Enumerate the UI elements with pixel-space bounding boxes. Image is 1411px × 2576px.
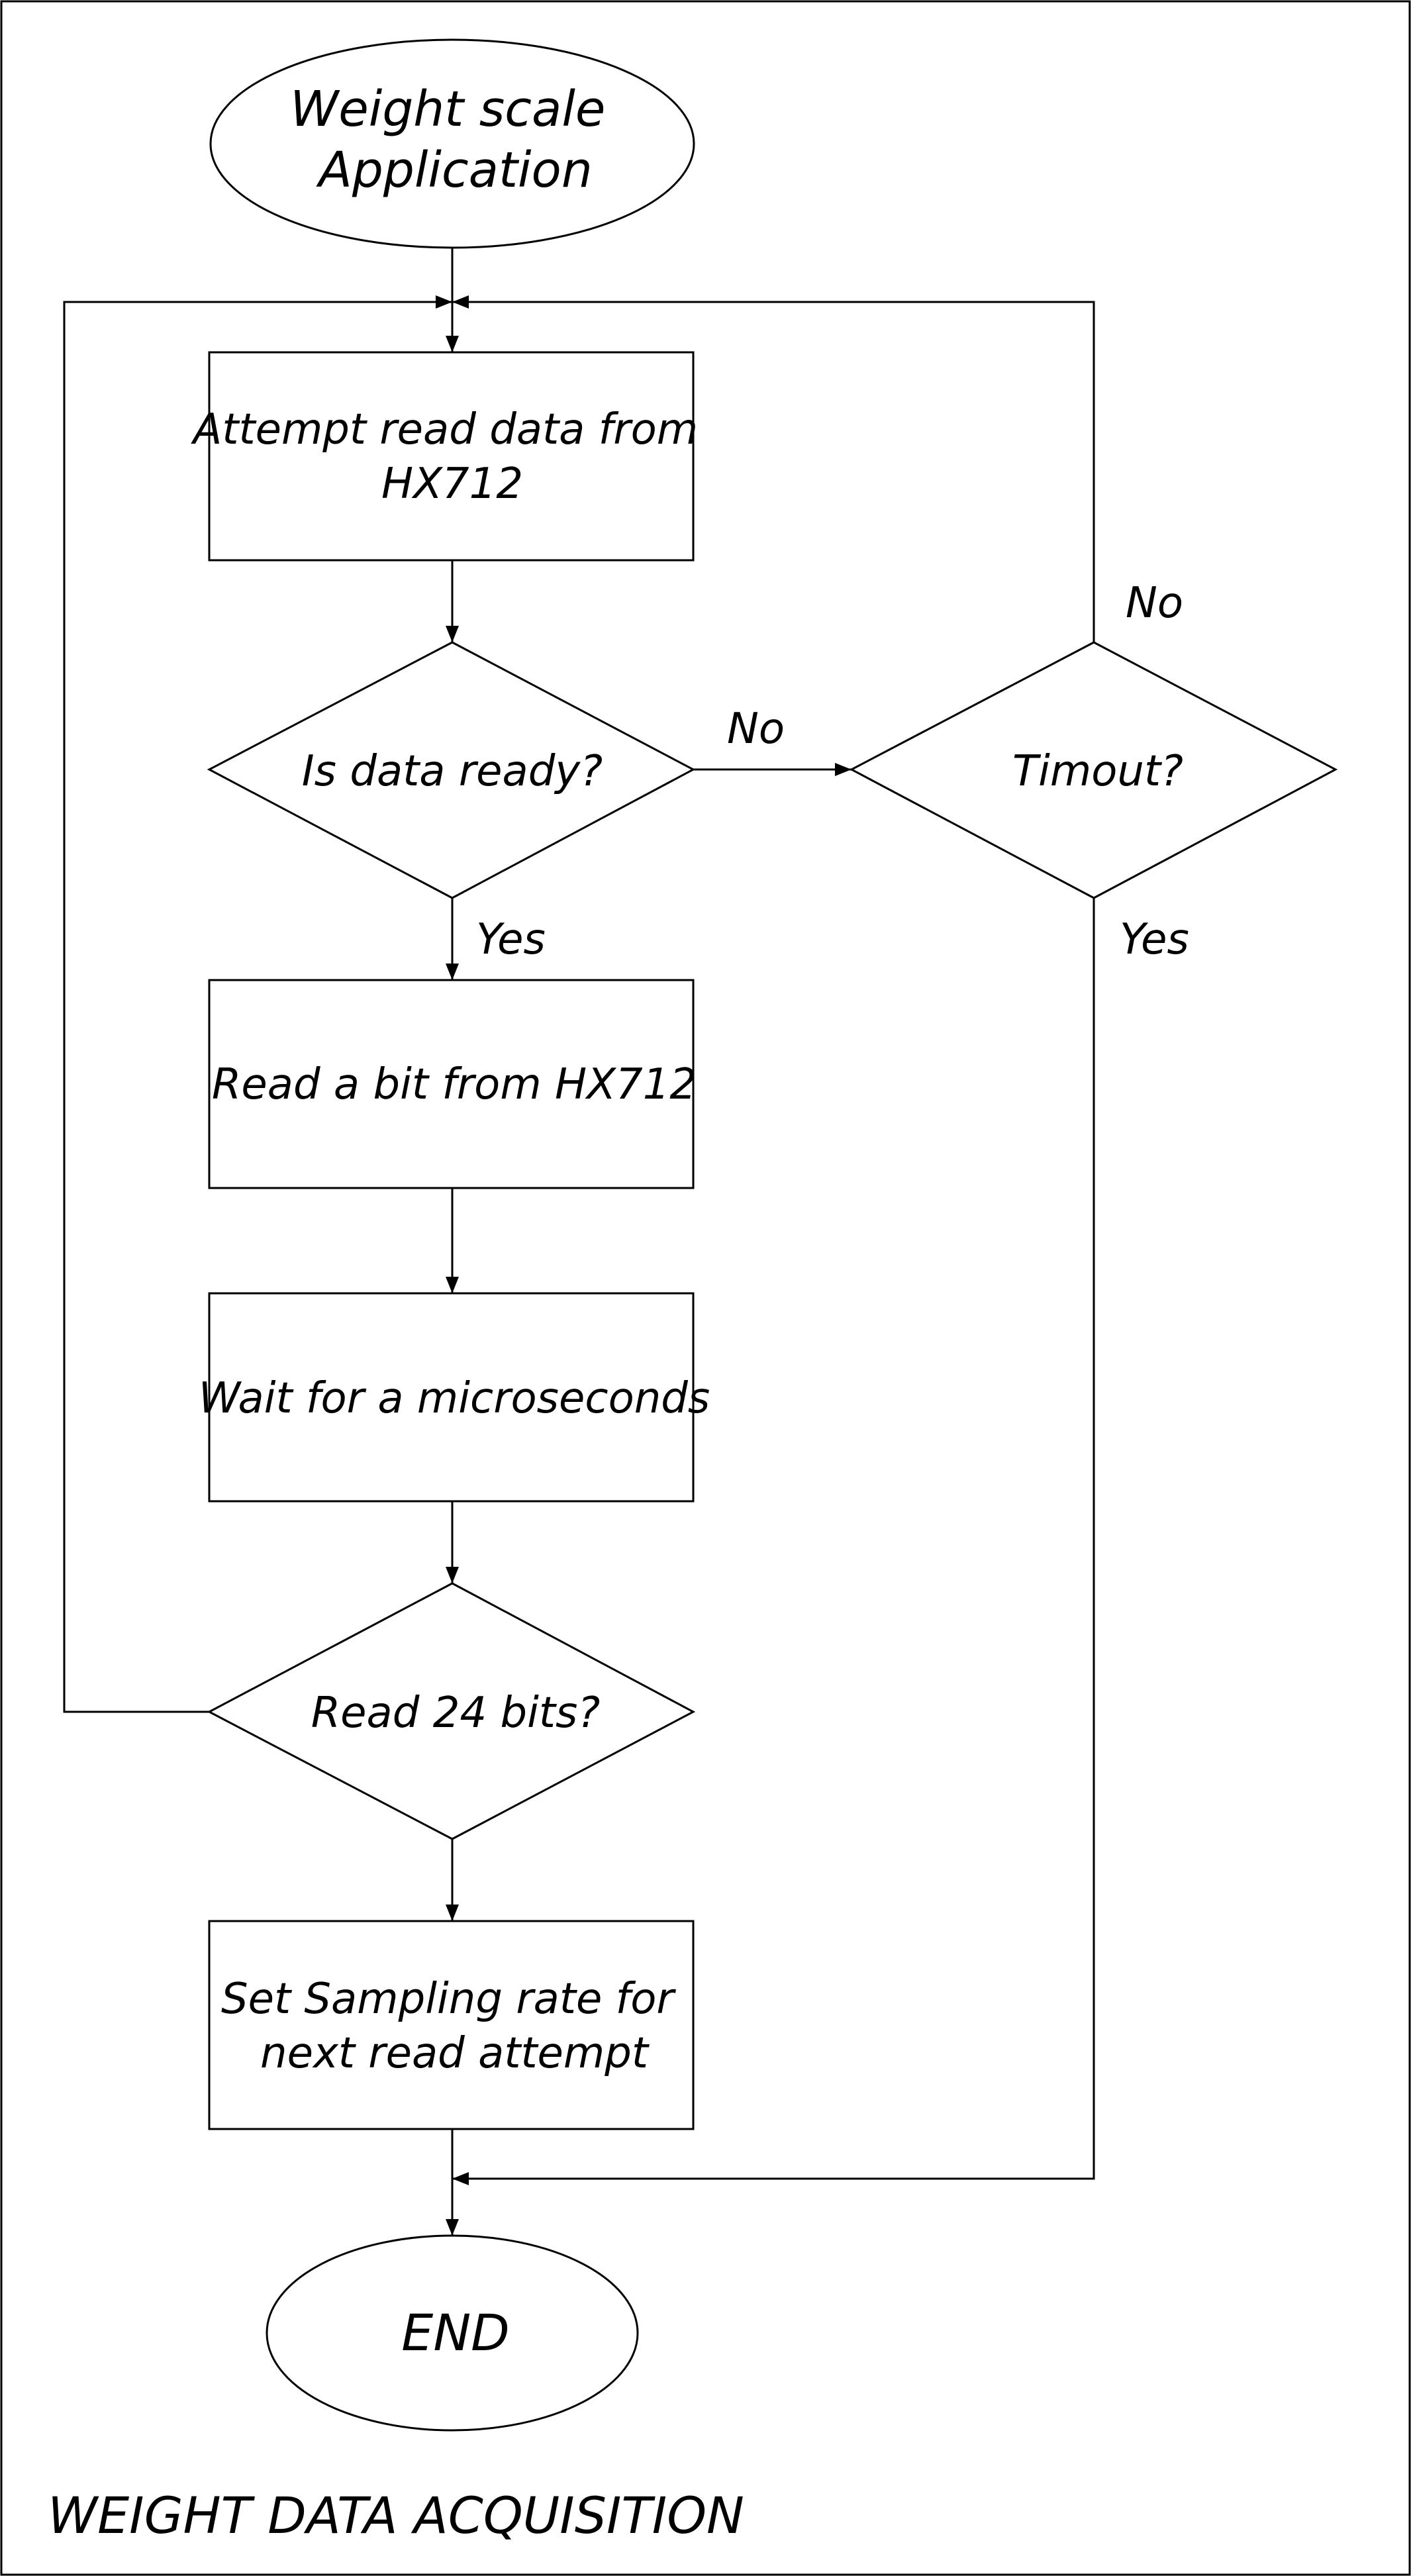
loop-read24-back: [63, 301, 452, 1713]
arrowhead-into-end: [446, 2219, 459, 2236]
arrowhead-right-merge: [452, 295, 469, 309]
arrowhead-into-attempt: [446, 336, 459, 352]
arrowhead-into-wait: [446, 1277, 459, 1293]
timeout-decision: Timout?: [849, 641, 1338, 899]
attempt-read-line1: Attempt read data from: [191, 405, 698, 454]
arrowhead-into-timeout: [835, 763, 851, 776]
start-node-line1: Weight scale: [290, 81, 605, 138]
start-node: Weight scale Application: [209, 38, 695, 249]
arrowhead-into-read24: [446, 1567, 459, 1583]
data-ready-text: Is data ready?: [302, 747, 603, 796]
set-sampling-line1: Set Sampling rate for: [221, 1975, 676, 2024]
read-bit-box: Read a bit from HX712: [208, 979, 697, 1189]
set-sampling-line2: next read attempt: [260, 2029, 650, 2078]
start-node-line2: Application: [316, 142, 592, 199]
wait-text: Wait for a microseconds: [199, 1374, 710, 1423]
read-24-bits-decision: Read 24 bits?: [207, 1582, 696, 1840]
set-sampling-box: Set Sampling rate for next read attempt: [208, 1920, 695, 2130]
attempt-read-rect: [208, 351, 695, 562]
data-ready-decision: Is data ready?: [207, 641, 696, 899]
read-24-bits-text: Read 24 bits?: [311, 1689, 601, 1738]
end-node: END: [266, 2234, 639, 2432]
arrowhead-timeout-yes-merge: [452, 2172, 469, 2185]
arrowhead-into-set-sampling: [446, 1905, 459, 1921]
timeout-text: Timout?: [1012, 747, 1183, 796]
read-bit-text: Read a bit from HX712: [212, 1060, 697, 1109]
set-sampling-rect: [208, 1920, 695, 2130]
footer-title: WEIGHT DATA ACQUISITION: [48, 2486, 744, 2545]
edge-label-timeout-no: No: [1126, 579, 1183, 628]
arrowhead-into-data-ready: [446, 626, 459, 642]
attempt-read-text: Attempt read data from HX712: [191, 405, 712, 509]
edge-label-data-ready-yes: Yes: [476, 915, 546, 964]
loop-timeout-no-back: [452, 301, 1095, 642]
start-node-text: Weight scale Application: [290, 81, 621, 199]
end-text: END: [401, 2303, 509, 2362]
connector-timeout-yes: [452, 898, 1095, 2180]
arrowhead-into-read-bit: [446, 964, 459, 980]
edge-label-data-ready-no: No: [727, 705, 785, 754]
attempt-read-box: Attempt read data from HX712: [191, 351, 712, 562]
arrowhead-left-merge: [436, 295, 452, 309]
wait-box: Wait for a microseconds: [199, 1292, 710, 1503]
attempt-read-line2: HX712: [381, 460, 523, 509]
set-sampling-text: Set Sampling rate for next read attempt: [221, 1975, 687, 2078]
edge-label-timeout-yes: Yes: [1120, 915, 1189, 964]
